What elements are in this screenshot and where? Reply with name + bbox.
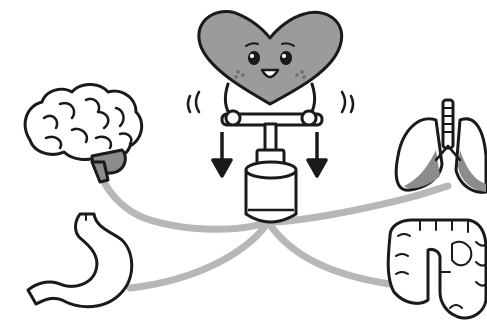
- tube-to-brain: [102, 178, 268, 229]
- arrow-down-icon-right: [308, 132, 326, 176]
- brain-stem: [92, 162, 108, 182]
- heart-eye-right: [280, 51, 292, 65]
- lungs-icon: [396, 100, 486, 192]
- arrow-down-icon-left: [213, 132, 231, 176]
- brain-cerebrum: [25, 85, 142, 160]
- heart-body: [199, 12, 342, 104]
- stomach-icon: [28, 214, 132, 307]
- heart-hand-left: [226, 111, 240, 125]
- pump-cylinder-top: [246, 162, 296, 178]
- heart-hand-right: [302, 111, 316, 125]
- heart-eye-left: [248, 51, 260, 65]
- stomach-body: [28, 214, 132, 307]
- brain-icon: [25, 85, 142, 183]
- heart-icon: [199, 12, 342, 125]
- tube-to-intestines: [268, 222, 390, 284]
- intestines-icon: [388, 220, 486, 318]
- pump-icon: [222, 114, 322, 222]
